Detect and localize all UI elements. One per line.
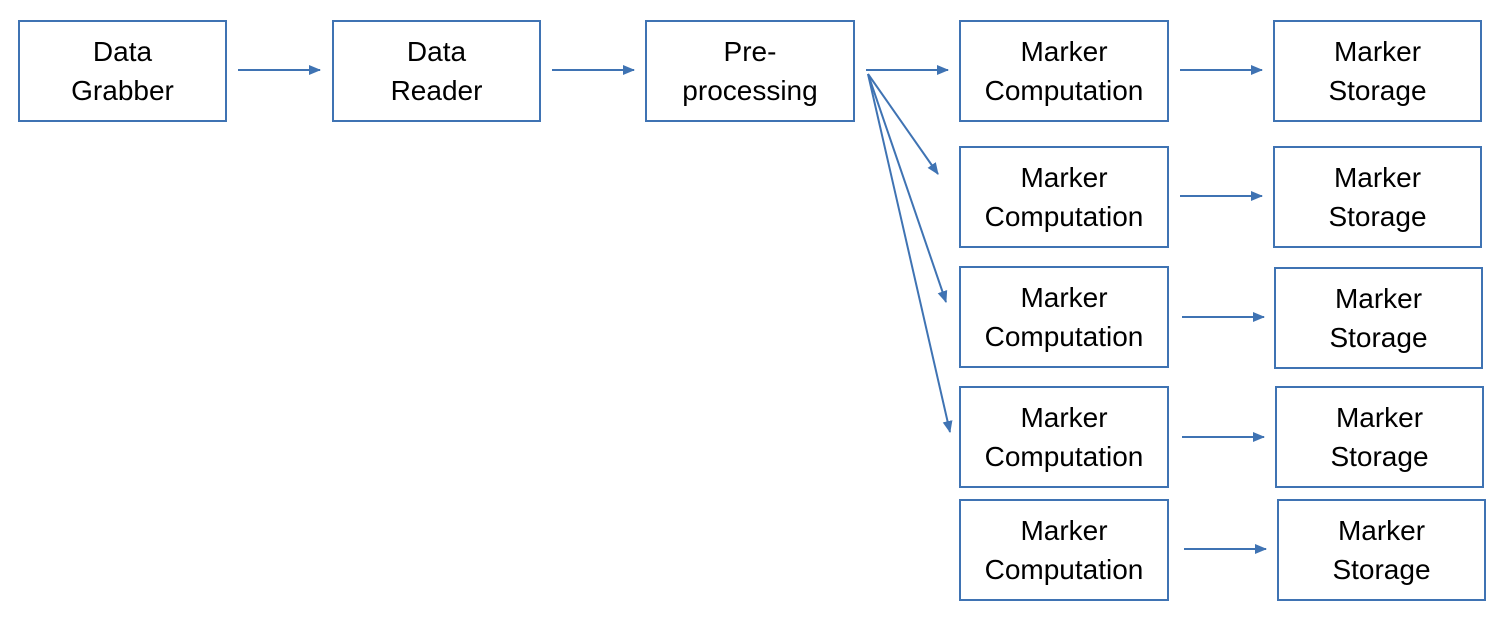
marker-storage-3-line2: Storage (1329, 322, 1428, 353)
marker-storage-4-line1: Marker (1335, 402, 1424, 433)
preprocessing-label-line2: processing (682, 75, 818, 106)
marker-computation-1-line1: Marker (1020, 36, 1108, 67)
marker-computation-3-line1: Marker (1020, 282, 1108, 313)
marker-storage-box-4: Marker Storage (1275, 386, 1484, 488)
marker-computation-box-5: Marker Computation (959, 499, 1169, 601)
marker-computation-3-line2: Computation (984, 321, 1144, 352)
marker-storage-1-line2: Storage (1328, 75, 1427, 106)
data-reader-box: Data Reader (332, 20, 541, 122)
marker-storage-4-line2: Storage (1330, 441, 1429, 472)
data-grabber-label-line1: Data (92, 36, 153, 67)
preprocessing-box: Pre- processing (645, 20, 855, 122)
marker-computation-2-line1: Marker (1020, 162, 1108, 193)
data-reader-label-line1: Data (406, 36, 467, 67)
marker-computation-1-line2: Computation (984, 75, 1144, 106)
marker-computation-box-1: Marker Computation (959, 20, 1169, 122)
preprocessing-label-line1: Pre- (723, 36, 777, 67)
marker-computation-box-2: Marker Computation (959, 146, 1169, 248)
data-grabber-label-line2: Grabber (71, 75, 174, 106)
marker-storage-5-line2: Storage (1332, 554, 1431, 585)
arrow-preprocessing-to-computation-2 (867, 73, 939, 175)
marker-computation-box-4: Marker Computation (959, 386, 1169, 488)
marker-storage-2-line1: Marker (1333, 162, 1422, 193)
arrow-preprocessing-to-computation-4 (867, 73, 953, 433)
marker-storage-2-line2: Storage (1328, 201, 1427, 232)
marker-computation-4-line1: Marker (1020, 402, 1108, 433)
data-grabber-box: Data Grabber (18, 20, 227, 122)
data-reader-label-line2: Reader (390, 75, 483, 106)
marker-storage-1-line1: Marker (1333, 36, 1422, 67)
arrow-preprocessing-to-computation-3 (867, 73, 948, 303)
marker-storage-box-3: Marker Storage (1274, 267, 1483, 369)
marker-computation-box-3: Marker Computation (959, 266, 1169, 368)
marker-computation-2-line2: Computation (984, 201, 1144, 232)
marker-computation-5-line1: Marker (1020, 515, 1108, 546)
marker-storage-box-2: Marker Storage (1273, 146, 1482, 248)
marker-computation-5-line2: Computation (984, 554, 1144, 585)
marker-computation-4-line2: Computation (984, 441, 1144, 472)
marker-storage-5-line1: Marker (1337, 515, 1426, 546)
marker-storage-3-line1: Marker (1334, 283, 1423, 314)
marker-storage-box-1: Marker Storage (1273, 20, 1482, 122)
marker-storage-box-5: Marker Storage (1277, 499, 1486, 601)
